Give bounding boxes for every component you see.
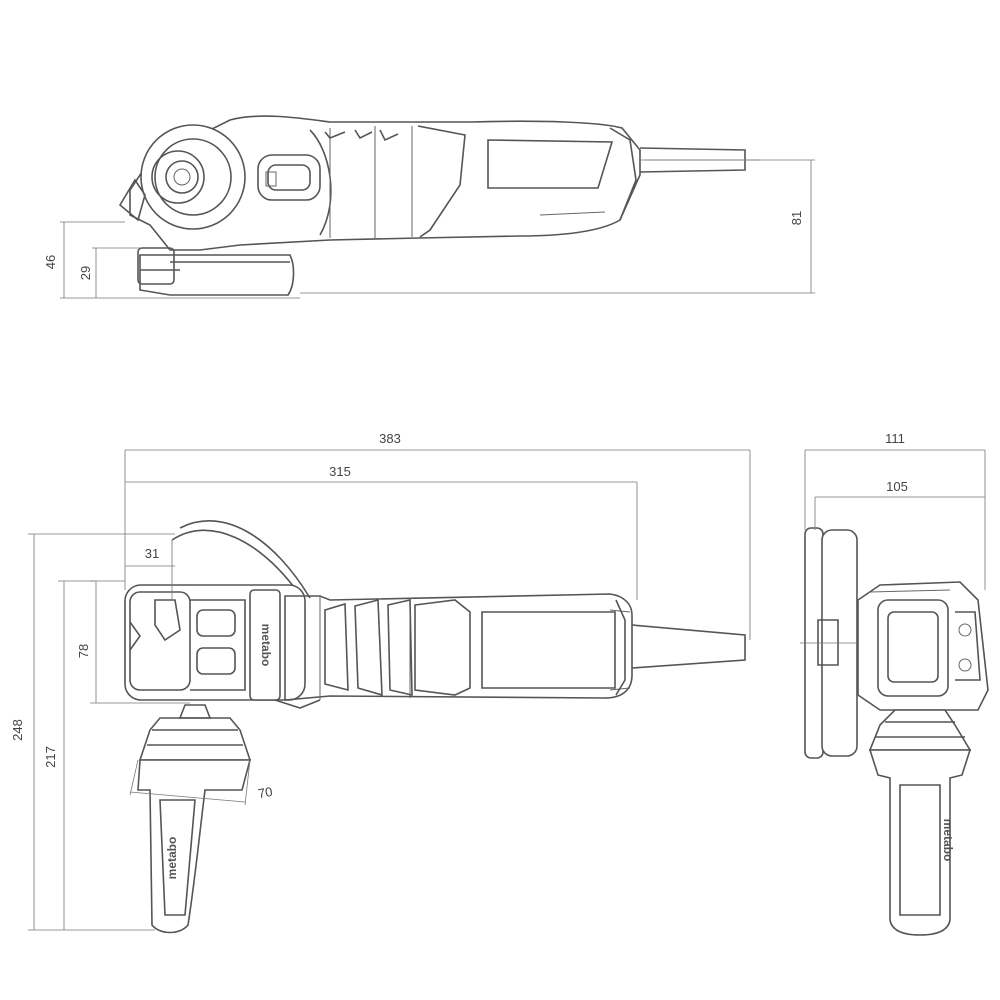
dim-78: 78 <box>76 644 91 658</box>
top-view <box>60 115 815 299</box>
dim-105: 105 <box>886 479 908 494</box>
dim-217: 217 <box>43 746 58 768</box>
dim-29: 29 <box>78 266 93 280</box>
dim-315: 315 <box>329 464 351 479</box>
dim-248: 248 <box>10 719 25 741</box>
dim-31: 31 <box>145 546 159 561</box>
dim-81: 81 <box>789 211 804 225</box>
dim-383: 383 <box>379 431 401 446</box>
side-view <box>28 449 751 934</box>
dim-46: 46 <box>43 255 58 269</box>
brand-logo-front-handle: metabo <box>941 819 955 862</box>
brand-logo-body: metabo <box>259 624 273 667</box>
brand-logo-handle: metabo <box>165 837 179 880</box>
dim-111: 111 <box>885 431 905 446</box>
front-view <box>800 449 989 936</box>
dim-70: 70 <box>257 784 274 801</box>
